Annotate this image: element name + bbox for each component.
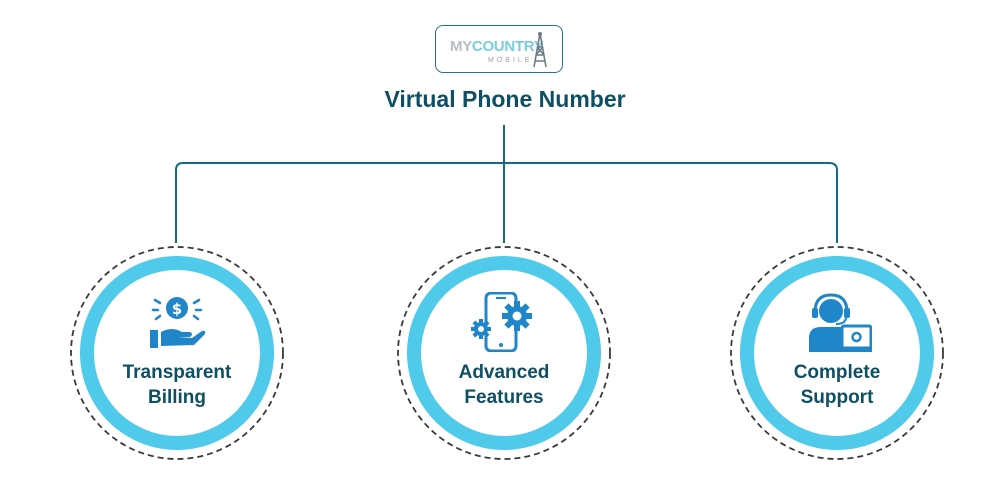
- dashed-ring: [730, 246, 944, 460]
- dollar-hand-icon: $: [150, 297, 206, 348]
- brand-name: MYCOUNTRY: [450, 38, 544, 55]
- node-advanced-features: Advanced Features: [396, 245, 612, 461]
- antenna-tower-icon: [533, 32, 547, 68]
- node-complete-support: Complete Support: [729, 245, 945, 461]
- dashed-ring: [397, 246, 611, 460]
- node-label: Advanced Features: [458, 362, 550, 408]
- node-label: Complete Support: [793, 362, 881, 408]
- brand-logo: MYCOUNTRY MOBILE: [435, 25, 563, 73]
- node-label: Transparent Billing: [122, 362, 232, 408]
- node-inner-circle: [754, 270, 920, 436]
- phone-gears-icon: [471, 292, 532, 352]
- dashed-ring: [70, 246, 284, 460]
- svg-text:$: $: [172, 300, 182, 318]
- diagram-title: Virtual Phone Number: [384, 86, 626, 112]
- support-agent-icon: [809, 293, 872, 352]
- brand-subtitle: MOBILE: [488, 57, 533, 64]
- node-transparent-billing: $ Transparent Billing: [69, 245, 285, 461]
